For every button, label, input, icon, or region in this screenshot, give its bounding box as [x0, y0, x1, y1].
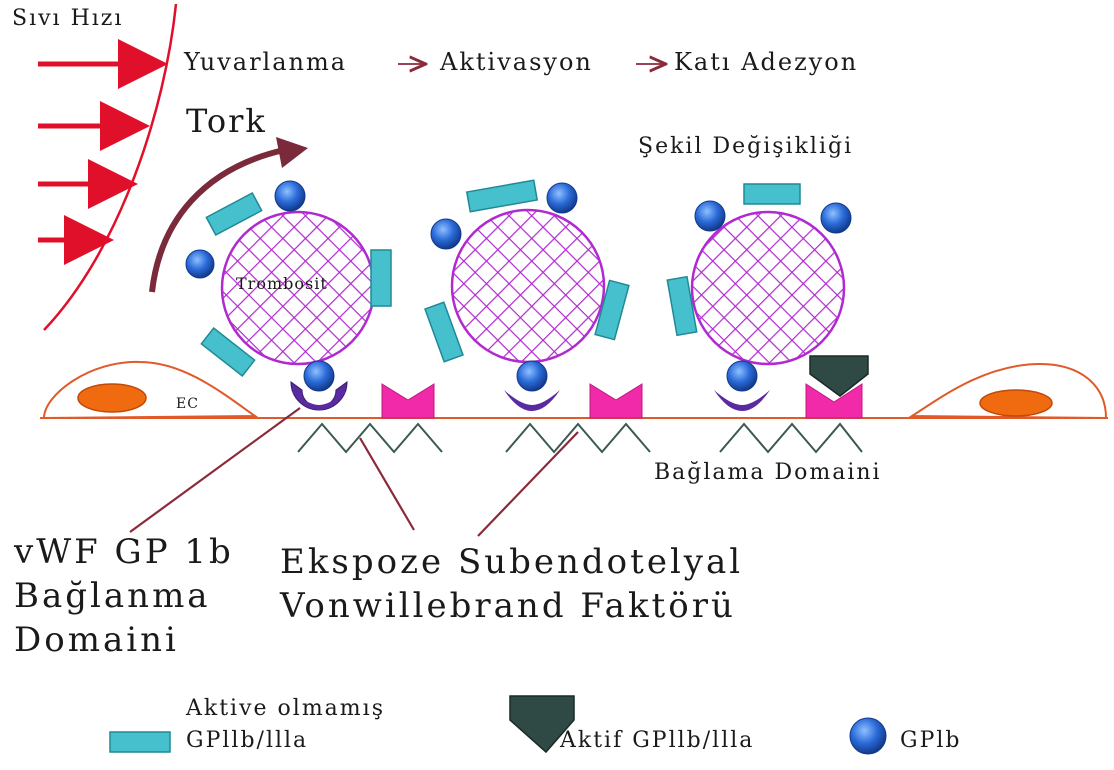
endothelial-cell-label: EC	[176, 396, 199, 412]
stage-activation-label: Aktivasyon	[440, 48, 593, 76]
exposed-vwf-line2: Vonwillebrand Faktörü	[280, 584, 800, 628]
torque-label: Tork	[186, 102, 267, 140]
legend-inactive-line1: Aktive olmamış	[186, 696, 385, 721]
vwf-strand	[298, 424, 442, 452]
vwf-factor	[590, 384, 642, 418]
binding-domain-label: Bağlama Domaini	[654, 460, 882, 485]
vwf-factor	[382, 384, 434, 418]
gpib-receptor	[695, 201, 725, 231]
flow-velocity-label: Sıvı Hızı	[12, 6, 123, 31]
inactive-gpiibiiia-receptor	[467, 180, 537, 212]
vwf-gp1b-line1: vWF GP 1b	[14, 530, 284, 574]
legend-active-label: Aktif GPllb/llla	[560, 728, 754, 753]
vwf-gp1b-binding-domain	[714, 390, 770, 411]
vwf-gp1b-domain-label: vWF GP 1b Bağlanma Domaini	[14, 530, 284, 662]
exposed-vwf-label: Ekspoze Subendotelyal Vonwillebrand Fakt…	[280, 540, 800, 628]
vwf-strand	[506, 424, 650, 452]
endothelial-cell-left	[44, 362, 255, 418]
stage-rolling-label: Yuvarlanma	[184, 48, 347, 76]
leader-line	[478, 432, 578, 536]
platelet-body	[452, 210, 604, 362]
platelet-body	[692, 212, 844, 364]
leader-line	[360, 438, 414, 530]
platelet-adhered	[667, 184, 868, 411]
legend-gpib-label: GPlb	[900, 728, 962, 753]
vwf-gp1b-line2: Bağlanma	[14, 574, 284, 618]
vessel-wall	[40, 362, 1108, 418]
legend-inactive-gpiibiiia-swatch	[110, 732, 170, 752]
vwf-strand	[720, 424, 862, 452]
vwf-strands	[298, 424, 862, 452]
platelet-rolling	[186, 181, 391, 410]
shape-change-label: Şekil Değişikliği	[638, 134, 853, 159]
gpib-receptor	[431, 219, 461, 249]
leader-line	[130, 408, 300, 532]
inactive-gpiibiiia-receptor	[371, 250, 391, 306]
inactive-gpiibiiia-receptor	[744, 184, 800, 204]
vwf-gp1b-line3: Domaini	[14, 618, 284, 662]
stage-firm-adhesion-label: Katı Adezyon	[674, 48, 858, 76]
gpib-receptor	[186, 250, 214, 278]
gpib-receptor	[304, 361, 334, 391]
leader-lines	[130, 408, 578, 536]
gpib-receptor	[547, 183, 577, 213]
gpib-receptor	[821, 203, 851, 233]
legend-gpib-swatch	[850, 718, 886, 754]
nucleus-right	[980, 390, 1052, 416]
vwf-gp1b-binding-domain	[504, 390, 560, 411]
nucleus-left	[78, 384, 146, 412]
exposed-vwf-line1: Ekspoze Subendotelyal	[280, 540, 800, 584]
gpib-receptor	[727, 361, 757, 391]
platelet-activating	[425, 180, 629, 411]
gpib-receptor	[517, 361, 547, 391]
gpib-receptor	[275, 181, 305, 211]
legend-inactive-line2: GPllb/llla	[186, 728, 308, 753]
platelet-label: Trombosit	[236, 274, 328, 293]
